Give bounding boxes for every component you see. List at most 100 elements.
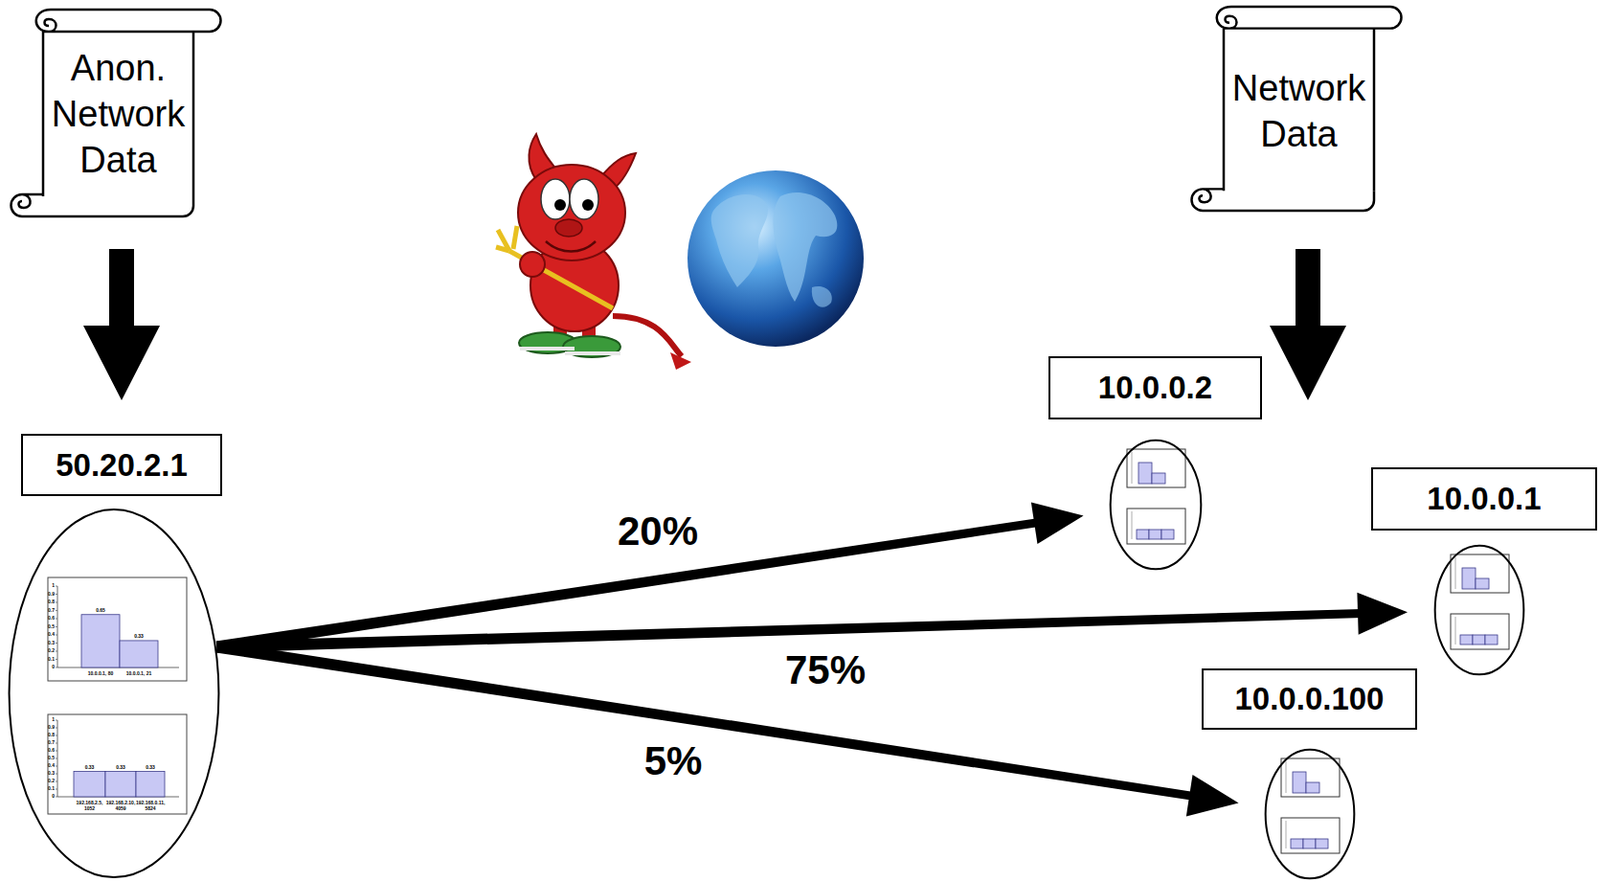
chart-tick (55, 593, 58, 595)
chart-bar (119, 640, 158, 668)
ip-address: 10.0.0.100 (1235, 680, 1385, 718)
daemon-mascot (495, 134, 692, 370)
scroll-bottom-roll (1192, 188, 1375, 211)
scroll-label: Anon. Network Data (45, 45, 192, 183)
host-node: 10.0.0.2 (1048, 356, 1262, 570)
axis-tick: 0 (51, 793, 55, 800)
chart-bar (1306, 782, 1320, 793)
percentage-label: 20% (613, 508, 702, 555)
scroll-top-roll (1216, 6, 1402, 29)
ip-address-box: 10.0.0.1 (1371, 467, 1598, 531)
chart-tick (55, 634, 58, 636)
chart-tick (55, 788, 58, 790)
arrow-shaft (216, 641, 1195, 801)
chart-axis (1455, 616, 1457, 645)
chart-bar (1462, 567, 1476, 589)
chart-bar (1460, 634, 1473, 645)
axis-tick: 0.7 (47, 740, 55, 746)
chart-bar (1138, 462, 1152, 484)
chart-bar (1475, 578, 1489, 589)
scroll-node: Network Data (1185, 1, 1408, 215)
host-node: 10.0.0.100 (1201, 668, 1418, 879)
chart-bar (1161, 529, 1174, 540)
bar-category: 10.0.0.1, 80 (81, 671, 120, 677)
block-arrow (83, 248, 160, 401)
chart-tick (55, 758, 58, 760)
axis-tick: 0.5 (47, 624, 55, 631)
axis-tick: 0.1 (47, 786, 55, 792)
chart-tick (55, 727, 58, 729)
chart-tick (55, 618, 58, 620)
axis-tick: 0.2 (47, 648, 55, 654)
chart-bar (1149, 529, 1162, 540)
host-ellipse (1434, 544, 1525, 676)
axis-tick: 0.4 (47, 631, 55, 638)
chart-axis (1455, 557, 1457, 589)
chart-frame (47, 577, 187, 681)
ellipse-outline (7, 507, 221, 879)
flow-arrow (83, 248, 160, 401)
chart-bar (1315, 838, 1329, 849)
axis-tick: 0.3 (47, 640, 55, 647)
ellipse-shape (1265, 749, 1355, 879)
bar-category: 192.168.0.11, 5824 (135, 800, 165, 812)
ip-address-box: 10.0.0.100 (1201, 668, 1418, 730)
ellipse-shape (1110, 440, 1202, 570)
down-arrow (1269, 248, 1347, 401)
bar-category: 192.168.2.5, 1052 (73, 800, 106, 812)
axis-tick: 0.5 (47, 755, 55, 762)
chart-tick (55, 642, 58, 644)
chart-tick (55, 720, 58, 722)
chart-bar (105, 771, 136, 797)
chart-bar (73, 771, 106, 797)
ip-address-box: 50.20.2.1 (21, 433, 223, 496)
chart-axis (1285, 761, 1287, 793)
scroll-label: Network Data (1225, 65, 1373, 158)
host-ellipse (1264, 748, 1355, 879)
chart-bar (1303, 838, 1316, 849)
arrow-head (1356, 592, 1408, 635)
chart-tick (55, 781, 58, 783)
bar-category: 192.168.2.10, 4059 (105, 800, 136, 812)
host-node: 50.20.2.1 (7, 433, 223, 879)
ellipse-shape (1435, 545, 1525, 676)
bar-value: 0.33 (134, 633, 144, 640)
axis-tick: 0.9 (47, 591, 55, 598)
chart-bar (1292, 771, 1307, 793)
chart-tick (55, 667, 58, 669)
host-ellipse (7, 507, 221, 879)
axis-tick: 0.8 (47, 732, 55, 739)
mini-chart-pair (1450, 554, 1510, 650)
axis-tick: 0.7 (47, 608, 55, 614)
chart-bar (1151, 473, 1166, 484)
chart-bar (135, 771, 165, 797)
chart-tick (55, 743, 58, 744)
ellipse-outline (1434, 544, 1525, 676)
chart-frame (1281, 817, 1340, 854)
chart-axis (1285, 820, 1287, 849)
axis-tick: 0 (51, 664, 55, 671)
host-ellipse (1109, 439, 1202, 570)
ip-address: 10.0.0.2 (1098, 369, 1213, 406)
chart-tick (55, 609, 58, 611)
flow-arrow (216, 641, 1240, 817)
axis-tick: 0.1 (47, 656, 55, 663)
bar-value: 0.33 (115, 765, 126, 771)
chart-bar (1485, 634, 1498, 645)
arrow-head (1031, 501, 1084, 544)
chart-axis (1131, 451, 1133, 484)
chart-frame (1281, 758, 1340, 797)
scroll-bottom-roll (11, 194, 195, 217)
chart-tick (55, 735, 58, 737)
chart-tick (55, 651, 58, 653)
scroll-top-roll (36, 9, 222, 32)
globe-icon (687, 170, 864, 347)
mini-chart-pair (1126, 449, 1186, 544)
axis-tick: 1 (51, 717, 55, 723)
chart-frame (1126, 449, 1186, 488)
ellipse-shape (9, 509, 220, 878)
chart-tick (55, 773, 58, 775)
axis-tick: 1 (51, 583, 55, 589)
chart-bar (1290, 838, 1304, 849)
